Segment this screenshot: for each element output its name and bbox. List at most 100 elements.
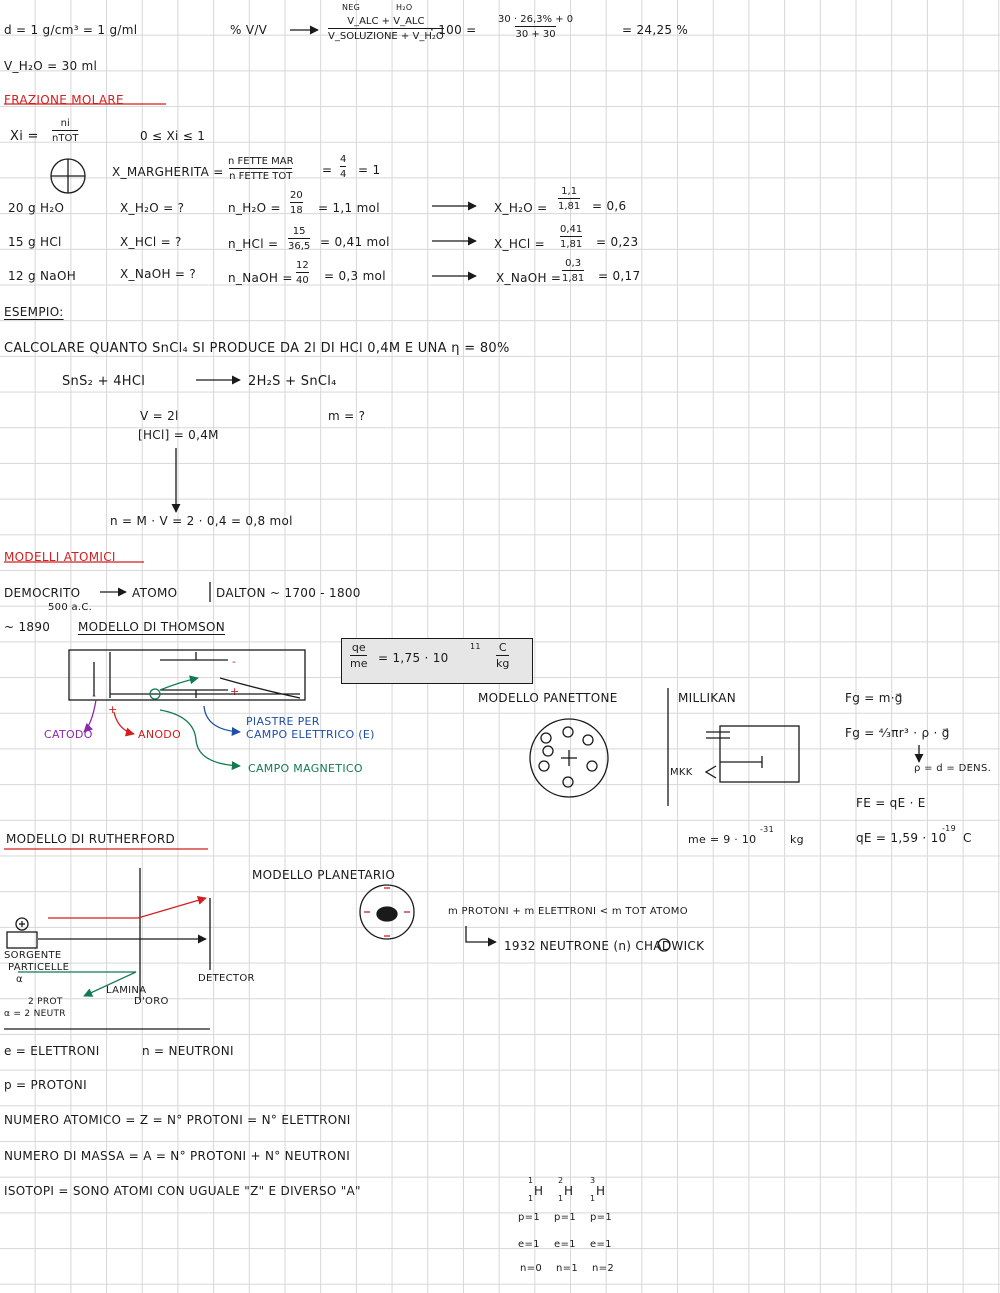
row3-xfrac: 0,3 1,81 [562,258,585,284]
row3-mass: 12 g NaOH [8,269,77,283]
vh2o: V_H₂O = 30 ml [4,59,98,73]
millikan-apparatus [704,725,800,783]
year-1890: ~ 1890 [4,620,51,634]
row3-nfrac-num: 12 [296,260,309,271]
def-neutron: n = NEUTRONI [142,1044,234,1058]
row3-nfrac: 12 40 [296,260,309,286]
row2-mass: 15 g HCl [8,235,62,249]
piastre-label: PIASTRE PER [246,715,320,728]
cathode-minus: - [92,689,97,702]
particelle-label: PARTICELLE [8,962,70,973]
vv-value-den: 30 + 30 [515,25,556,41]
piastre-arrow [203,705,241,737]
mass-relation: m PROTONI + m ELETTRONI < m TOT ATOMO [448,906,688,917]
row2-n: n_HCl = [228,237,279,251]
two-protons: 2 PROT [28,997,63,1007]
row2-nfrac-num: 15 [292,226,306,237]
row1-nfrac: 20 18 [290,190,303,216]
orbit-electrons [364,887,410,937]
anodo-label: ANODO [138,728,182,741]
iso2-sym: H [564,1184,574,1198]
moles-calc: n = M · V = 2 · 0,4 = 0,8 mol [110,514,293,528]
row3-n: n_NaOH = [228,271,293,285]
catodo-label: CATODO [44,728,93,741]
lamina-label: LAMINA [106,985,147,996]
iso2-n: n=1 [556,1263,578,1274]
neg-note: NEG [342,3,361,12]
row1-x: X_H₂O = ? [120,201,185,215]
iso1-sym: H [534,1184,544,1198]
xmarg-frac2: 4 4 [340,154,347,181]
panettone-model [529,718,609,798]
vv-fraction: V_ALC + V_ALC V_SOLUZIONE + V_H₂O [328,16,444,42]
frazione-title: FRAZIONE MOLARE [4,93,124,107]
beam-arrow [159,675,199,691]
xi-den: nTOT [52,129,79,145]
esempio-text: CALCOLARE QUANTO SnCl₄ SI PRODUCE DA 2l … [4,341,510,356]
deflected-alpha [48,895,207,919]
row3-nfrac-den: 40 [296,271,309,287]
row2-nfrac: 15 36,5 [288,226,311,253]
unknown-mass: m = ? [328,409,366,423]
panettone-title: MODELLO PANETTONE [478,691,618,705]
row2-nres: = 0,41 mol [320,235,390,249]
row2-xfrac: 0,41 1,81 [560,224,583,251]
row1-n: n_H₂O = [228,201,281,215]
row2-xfrac-den: 1,81 [560,235,583,251]
electron-mass-exp: -31 [760,825,774,834]
reaction-left: SnS₂ + 4HCl [62,374,146,389]
row3-x: X_NaOH = ? [120,267,197,281]
iso1-a: 1 [528,1176,534,1185]
detector-label: DETECTOR [198,973,255,984]
percent-vv-label: % V/V [230,23,268,37]
democrito: DEMOCRITO [4,586,81,600]
iso2-a: 2 [558,1176,564,1185]
xmarg-num: n FETTE MAR [228,156,294,167]
row3-nres: = 0,3 mol [324,269,386,283]
iso1-p: p=1 [518,1212,540,1223]
iso3-a: 3 [590,1176,596,1185]
def-mass-number: NUMERO DI MASSA = A = N° PROTONI + N° NE… [4,1149,351,1163]
vv-value-fraction: 30 · 26,3% + 0 30 + 30 [498,14,573,40]
mkk-label: MKK [670,767,693,778]
concentration: [HCl] = 0,4M [138,428,219,442]
row1-xres-label: X_H₂O = [494,201,548,215]
row1-xfrac-den: 1,81 [558,197,581,213]
electron-charge-exp: -19 [942,824,956,833]
charge-mass-box [341,638,533,684]
thomson-title: MODELLO DI THOMSON [78,620,226,634]
atomo: ATOMO [132,586,178,600]
density-equation: d = 1 g/cm³ = 1 g/ml [4,23,138,37]
xmarg-fraction: n FETTE MAR n FETTE TOT [228,156,294,182]
xi-label: Xi = [10,129,39,144]
sorgente-label: SORGENTE [4,950,62,961]
qm-exp: 11 [470,642,481,651]
row2-x: X_HCl = ? [120,235,182,249]
modelli-title: MODELLI ATOMICI [4,550,116,564]
iso1-n: n=0 [520,1263,542,1274]
def-proton: p = PROTONI [4,1078,87,1092]
times-100: · 100 = [430,23,477,37]
xmarg-label: X_MARGHERITA = [112,165,224,179]
iso2-p: p=1 [554,1212,576,1223]
xmarg-eq: = [322,163,333,177]
cathode-ray-tube [68,649,306,701]
plate-minus: - [232,655,237,668]
rutherford-title: MODELLO DI RUTHERFORD [6,832,176,846]
row2-nfrac-den: 36,5 [288,237,311,253]
row1-nfrac-num: 20 [290,190,303,201]
qm-fraction: qe me [350,641,368,670]
row1-mass: 20 g H₂O [8,201,65,215]
qm-unit-num: C [498,641,507,654]
xi-fraction: ni nTOT [52,118,79,145]
electron-mass: me = 9 · 10 [688,833,757,846]
iso2-e: e=1 [554,1239,576,1250]
iso2-z: 1 [558,1194,564,1203]
row3-xfrac-num: 0,3 [565,258,582,269]
fe-force: FE = qE · E [856,796,926,810]
xi-num: ni [60,118,70,129]
xmarg-fden: 4 [340,165,347,181]
alpha-label: α [16,974,23,985]
fg-weight: Fg = m·g⃗ [845,691,903,705]
qm-value: = 1,75 · 10 [378,651,449,665]
